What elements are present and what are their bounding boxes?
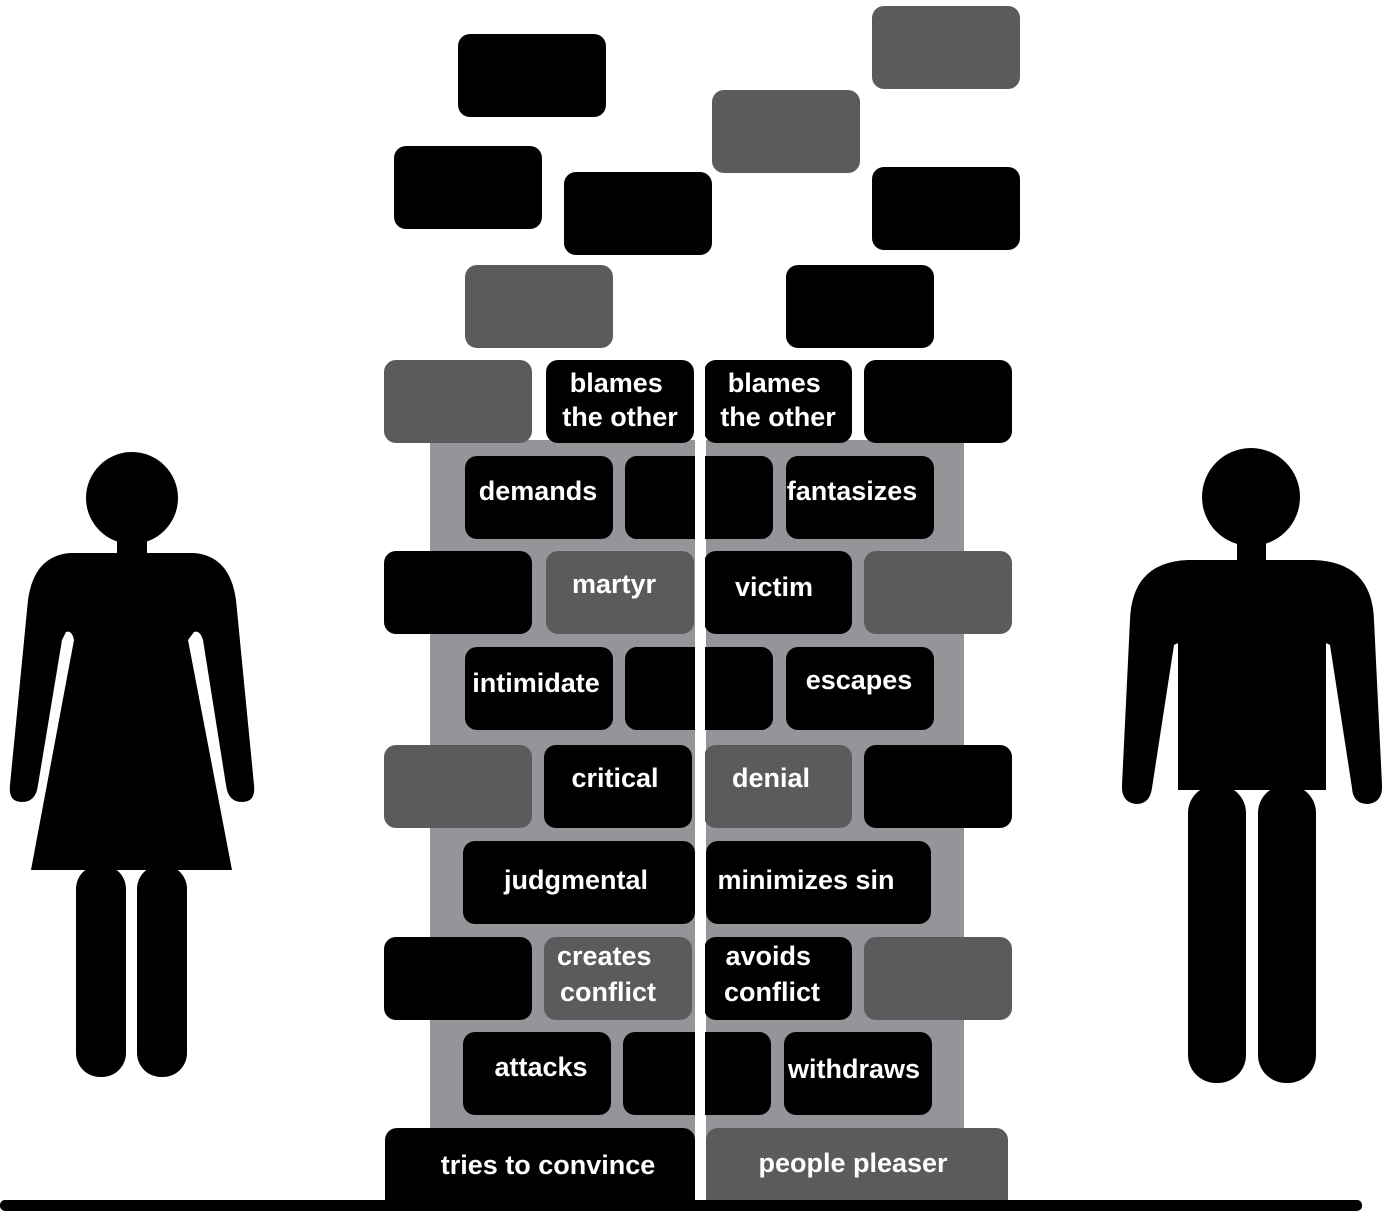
brick [706,456,772,539]
brick-label: denial [732,763,810,793]
brick-label: tries to convince [441,1150,656,1180]
brick [384,551,532,634]
loose-brick [458,34,606,117]
brick-martyr: martyr [546,551,694,634]
brick [384,360,532,443]
brick-victim: victim [704,551,852,634]
brick-label: victim [735,572,813,602]
brick-label: escapes [806,665,913,695]
brick-escapes: escapes [786,647,934,730]
brick-attacks: attacks [463,1032,611,1115]
loose-brick [465,265,613,348]
brick-avoids-conflict: avoids conflict [704,937,852,1020]
loose-brick [394,146,542,229]
left-wall: blames the other demands martyr intimida… [384,360,773,1211]
brick-label: conflict [560,977,656,1007]
brick-label: conflict [724,977,820,1007]
brick-tries-to-convince: tries to convince [385,1128,695,1211]
brick-label: the other [562,402,678,432]
loose-brick [872,167,1020,250]
right-wall: blames the other fantasizes victim escap… [704,360,1012,1211]
brick [864,551,1012,634]
brick-label: attacks [494,1052,587,1082]
ground-line [0,1200,1362,1211]
woman-icon [9,452,255,1077]
brick-label: people pleaser [758,1148,948,1178]
svg-text:blames the other: blames the other [562,368,678,432]
brick-withdraws: withdraws [784,1032,932,1115]
brick [864,360,1012,443]
brick-demands: demands [465,456,613,539]
brick-label: fantasizes [787,476,918,506]
wall-divider [695,358,705,1200]
brick-critical: critical [544,745,692,828]
brick-label: avoids [725,941,811,971]
brick [384,937,532,1020]
loose-brick [872,6,1020,89]
brick-denial: denial [704,745,852,828]
brick-creates-conflict: creates conflict [544,937,692,1020]
loose-brick [786,265,934,348]
loose-brick [564,172,712,255]
brick-intimidate: intimidate [465,647,613,730]
brick-label: martyr [572,569,657,599]
svg-text:creates conflict: creates conflict [557,941,659,1007]
brick-judgmental: judgmental [463,841,695,924]
brick [864,745,1012,828]
brick-label: blames [728,368,821,398]
brick [384,745,532,828]
brick-blames-the-other-right: blames the other [704,360,852,443]
brick-people-pleaser: people pleaser [706,1128,1008,1211]
brick-label: withdraws [787,1054,920,1084]
brick [706,647,772,730]
brick-label: demands [479,476,598,506]
man-icon [1121,448,1383,1083]
brick-label: intimidate [472,668,600,698]
brick-label: the other [720,402,836,432]
loose-brick [712,90,860,173]
brick-blames-the-other-left: blames the other [546,360,694,443]
brick-fantasizes: fantasizes [786,456,934,539]
brick [706,1032,770,1115]
brick-label: minimizes sin [717,865,894,895]
brick [864,937,1012,1020]
svg-text:avoids conflict: avoids conflict [724,941,820,1007]
brick-label: creates [557,941,652,971]
brick-label: blames [570,368,663,398]
brick-label: critical [571,763,658,793]
falling-bricks [394,6,1020,348]
brick-label: judgmental [503,865,648,895]
brick-minimizes-sin: minimizes sin [706,841,931,924]
svg-text:blames the other: blames the other [720,368,836,432]
